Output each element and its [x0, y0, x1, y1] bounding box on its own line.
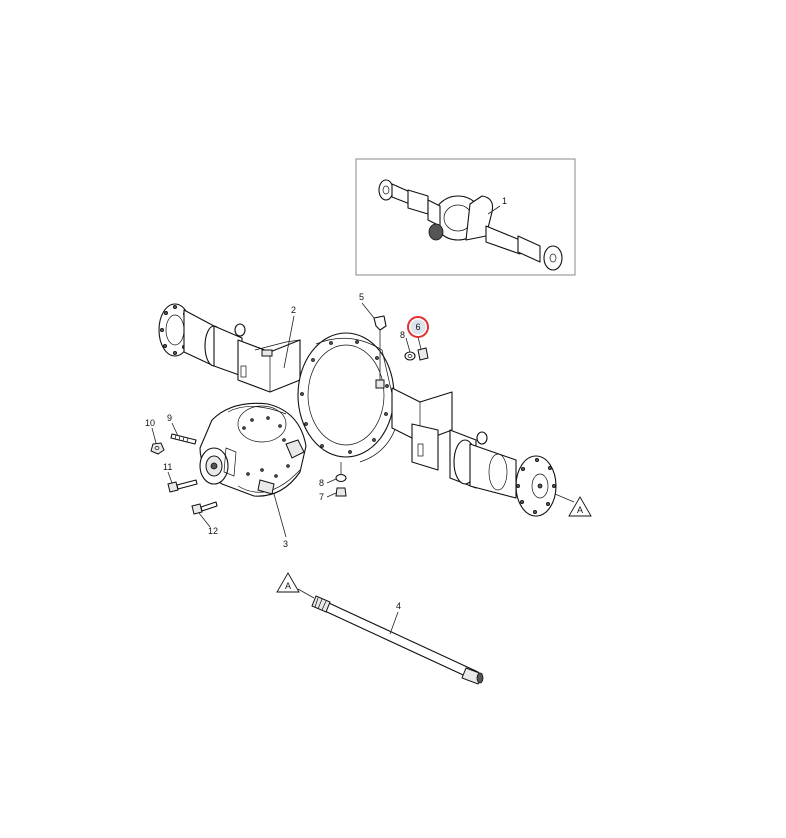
leader-1 — [487, 205, 501, 215]
callout-10[interactable]: 10 — [145, 418, 155, 428]
callout-9[interactable]: 9 — [167, 413, 172, 423]
leader-7 — [326, 492, 337, 498]
callout-8-bottom[interactable]: 8 — [319, 478, 324, 488]
leader-5 — [361, 302, 375, 319]
section-label-shaft[interactable]: A — [285, 581, 291, 591]
drain-plug — [335, 487, 347, 497]
overview-inset: 1 — [355, 158, 576, 276]
callout-12[interactable]: 12 — [208, 526, 218, 536]
leader-10 — [151, 427, 157, 444]
callout-4[interactable]: 4 — [396, 601, 401, 611]
fill-plug — [417, 347, 429, 361]
leader-9 — [171, 422, 179, 437]
leader-11 — [167, 471, 173, 484]
section-label-right[interactable]: A — [577, 505, 583, 515]
leader-12 — [198, 512, 211, 528]
sealing-washer-bottom — [335, 473, 347, 483]
callout-8-top[interactable]: 8 — [400, 330, 405, 340]
sealing-washer-top — [404, 351, 416, 361]
leader-8b — [326, 478, 337, 484]
callout-7[interactable]: 7 — [319, 492, 324, 502]
drain-plug-assembly — [335, 462, 347, 497]
flange-nut — [150, 442, 165, 455]
axle-shaft — [311, 595, 484, 685]
callout-6[interactable]: 6 — [415, 322, 420, 332]
leader-3 — [273, 493, 287, 538]
carrier-bolt-lower — [191, 501, 218, 515]
leader-section-shaft — [297, 588, 315, 599]
leader-6 — [417, 336, 422, 350]
right-wheel-flange — [515, 455, 557, 517]
differential-carrier — [199, 402, 307, 497]
fill-plug-assembly — [404, 347, 429, 361]
callout-3[interactable]: 3 — [283, 539, 288, 549]
callout-1[interactable]: 1 — [502, 196, 507, 206]
leader-8a — [405, 337, 411, 353]
overview-axle-drawing — [378, 179, 563, 271]
leader-section-right — [554, 493, 575, 503]
leader-2 — [283, 315, 295, 369]
callout-5[interactable]: 5 — [359, 292, 364, 302]
leader-4 — [389, 611, 399, 635]
section-marker-right — [568, 496, 592, 517]
callout-11[interactable]: 11 — [163, 462, 172, 472]
carrier-bolt-upper — [167, 479, 198, 493]
highlight-fill — [410, 319, 426, 335]
axle-housing — [158, 303, 557, 517]
section-marker-shaft — [276, 572, 300, 593]
carrier-stud — [170, 433, 197, 445]
callout-2[interactable]: 2 — [291, 305, 296, 315]
breather-elbow — [373, 315, 387, 380]
